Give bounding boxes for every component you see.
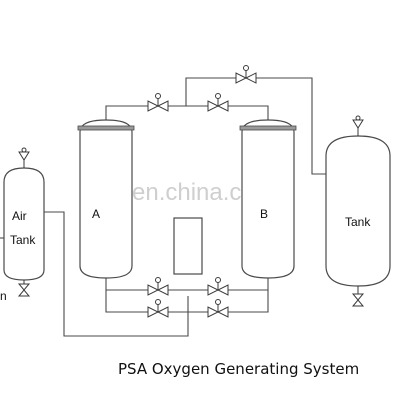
oxygen-tank-safety-valve [352, 115, 364, 136]
air-feed-pipe [44, 211, 189, 337]
adsorber-a: A [77, 119, 135, 279]
adsorber-b-label: B [260, 207, 268, 221]
bottom-header-pipe-upper [105, 276, 269, 291]
valve-bottom-lower-b [207, 299, 229, 318]
air-tank-label-line2: Tank [10, 233, 36, 247]
diagram-title: PSA Oxygen Generating System [118, 360, 359, 378]
valve-top-b [207, 93, 229, 112]
top-header-pipe [105, 105, 269, 122]
adsorber-b-flange [239, 125, 297, 131]
air-tank-label-line1: Air [12, 209, 27, 223]
valve-bottom-upper-b [207, 277, 229, 296]
bottom-header-pipe-lower [105, 290, 269, 313]
product-line-pipe [185, 77, 328, 175]
air-tank-drain-valve [17, 283, 31, 297]
oxygen-tank-label: Tank [345, 215, 371, 229]
oxygen-tank-drain-valve [351, 293, 365, 307]
valve-top-a [147, 93, 169, 112]
watermark-text: en.china.cn [132, 179, 255, 206]
valve-bottom-upper-a [147, 277, 169, 296]
adsorber-a-label: A [92, 207, 100, 221]
valve-bottom-lower-a [147, 299, 169, 318]
air-tank-safety-valve [18, 147, 30, 168]
air-tank: Air Tank [3, 167, 45, 281]
adsorber-a-flange [77, 125, 135, 131]
valve-product [235, 65, 257, 84]
oxygen-tank: Tank [325, 135, 391, 287]
left-edge-label-fragment: n [0, 289, 7, 303]
silencer-box [173, 217, 203, 275]
piping [0, 77, 359, 337]
adsorber-b: B [239, 119, 297, 279]
